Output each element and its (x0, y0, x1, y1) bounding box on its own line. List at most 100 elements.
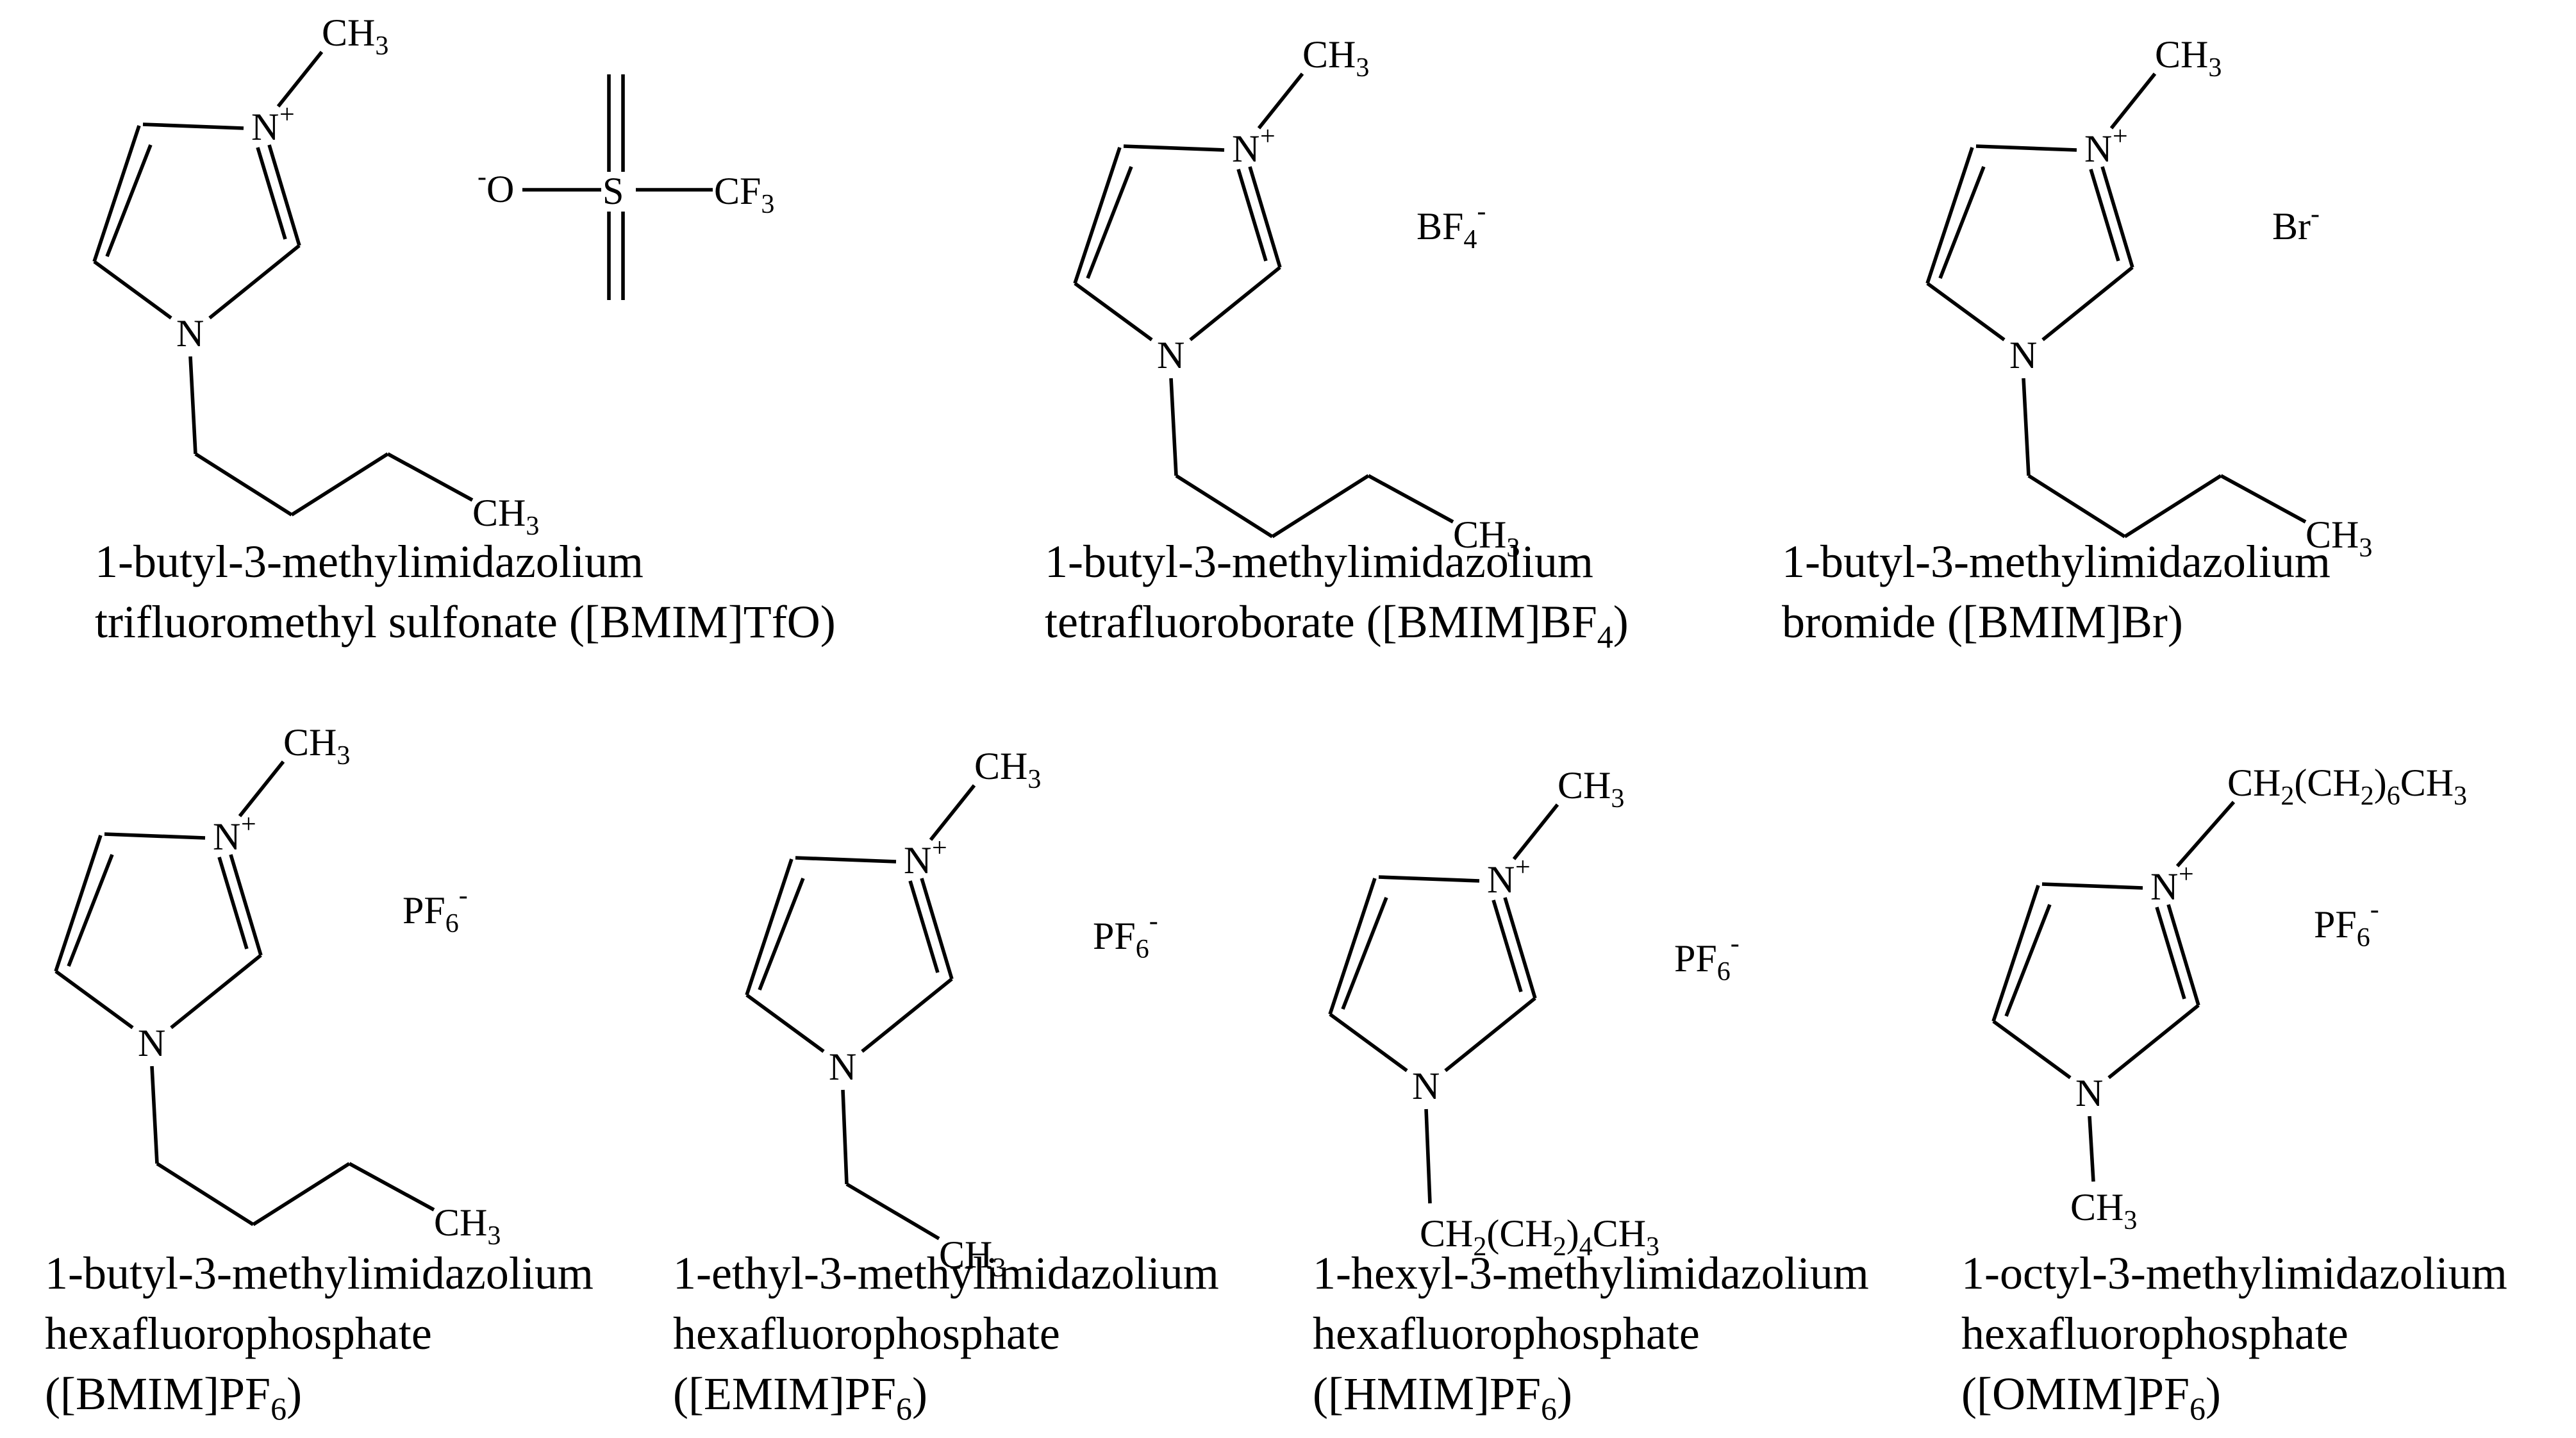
ring-bond-n3-c4 (104, 832, 206, 840)
positive-charge-label: + (1260, 122, 1276, 151)
nitrogen-plus-label: N (2150, 865, 2178, 908)
ring-bond-c5-n1 (1992, 1019, 2072, 1080)
bmim-tfo-caption-line2: trifluoromethyl sulfonate ([BMIM]TfO) (95, 596, 836, 648)
n-methyl-label: CH3 (2155, 33, 2222, 83)
ring-bond-c5-n1 (1329, 1012, 1408, 1073)
ring-bond-n1-c2 (1189, 265, 1281, 342)
positive-charge-label: + (2113, 122, 2128, 151)
ring-bond-n1-c2 (1444, 996, 1536, 1073)
ethyl-bond-2 (845, 1182, 940, 1241)
positive-charge-label: + (241, 810, 256, 839)
ring-bond-c4-c5-inner (758, 877, 805, 991)
ring-bond-n3-c4 (2041, 882, 2143, 890)
ethyl-bond-1 (841, 1089, 849, 1185)
ring-bond-c4-c5-inner (105, 144, 153, 258)
n-methyl-bond (238, 760, 285, 817)
nitrogen-label: N (2009, 334, 2037, 376)
nitrogen-plus-label: N (904, 839, 931, 882)
butyl-bond-2 (194, 452, 293, 517)
bmim-br-caption-line2: bromide ([BMIM]Br) (1782, 596, 2183, 648)
ring-bond-c2-n3 (267, 144, 301, 246)
ring-bond-n3-c4 (1378, 875, 1480, 883)
nitrogen-plus-label: N (1487, 858, 1515, 901)
butyl-bond-2 (156, 1162, 254, 1226)
n-methyl-bond (1512, 803, 1559, 860)
omim-pf6-caption-line2: hexafluorophosphate (1961, 1308, 2348, 1359)
hmim-pf6-caption-line3: ([HMIM]PF6) (1313, 1368, 1572, 1426)
bmim-pf6-caption-line2: hexafluorophosphate (45, 1308, 432, 1359)
nitrogen-label: N (176, 312, 204, 355)
bmim-pf6-caption-line1: 1-butyl-3-methylimidazolium (45, 1248, 594, 1299)
nitrogen-label: N (138, 1022, 165, 1064)
butyl-bond-4 (2220, 474, 2307, 524)
ring-bond-c2-n3-inner (256, 147, 287, 240)
ring-bond-c5-n1 (745, 993, 825, 1053)
ring-bond-c4-c5-inner (67, 853, 114, 967)
pf6-anion-label: PF6- (403, 881, 468, 939)
terminal-methyl-label: CH3 (434, 1201, 501, 1251)
ring-bond-n1-c2 (170, 953, 262, 1030)
ring-bond-n3-c4 (142, 122, 244, 130)
butyl-bond-4 (386, 452, 474, 502)
ring-bond-n1-c2 (2107, 1003, 2200, 1080)
ring-bond-c4-c5 (1073, 147, 1122, 284)
ring-bond-c2-n3-inner (1236, 169, 1268, 262)
ring-bond-c2-n3 (2100, 166, 2134, 268)
ring-bond-c2-n3-inner (908, 880, 940, 973)
butyl-bond-4 (1367, 474, 1454, 524)
n-methyl-label: CH3 (322, 12, 388, 61)
ring-bond-c2-n3-inner (2155, 907, 2186, 999)
ring-bond-n1-c2 (861, 977, 953, 1053)
emim-pf6-caption-line2: hexafluorophosphate (673, 1308, 1060, 1359)
ring-bond-c2-n3-inner (1492, 899, 1523, 992)
positive-charge-label: + (2179, 860, 2194, 889)
ring-bond-c4-c5-inner (1938, 165, 1986, 280)
ring-bond-n1-c2 (208, 244, 301, 320)
ring-bond-c4-c5 (54, 835, 103, 972)
nitrogen-plus-label: N (1232, 128, 1259, 170)
n1-methyl-bond (2088, 1116, 2095, 1182)
nitrogen-label: N (1412, 1065, 1440, 1107)
ring-bond-c4-c5-inner (1341, 896, 1388, 1010)
pf6-anion-label: PF6- (1674, 929, 1740, 987)
octyl-bond (2175, 801, 2236, 867)
ring-bond-c4-c5 (1328, 878, 1377, 1015)
ring-bond-c4-c5 (745, 858, 794, 996)
ring-bond-c2-n3 (2166, 904, 2200, 1006)
omim-pf6-caption-line3: ([OMIM]PF6) (1961, 1368, 2221, 1426)
butyl-bond-4 (348, 1162, 435, 1212)
n-methyl-bond (1257, 72, 1304, 130)
bf4-anion-label: BF4- (1417, 197, 1486, 255)
butyl-bond-3 (1271, 474, 1370, 539)
bmim-br-caption-line1: 1-butyl-3-methylimidazolium (1782, 536, 2331, 587)
butyl-bond-2 (1175, 474, 1274, 539)
ring-bond-c4-c5 (1991, 885, 2040, 1022)
ring-bond-c4-c5 (1925, 147, 1974, 284)
nitrogen-plus-label: N (2084, 128, 2112, 170)
n-methyl-bond (2109, 72, 2157, 130)
bmim-bf4-caption-line2: tetrafluoroborate ([BMIM]BF4) (1045, 596, 1629, 655)
bmim-bf4-caption-line1: 1-butyl-3-methylimidazolium (1045, 536, 1593, 587)
nitrogen-plus-label: N (213, 815, 240, 858)
ring-bond-c4-c5-inner (2004, 903, 2052, 1017)
butyl-bond-3 (290, 452, 389, 517)
ring-bond-c2-n3-inner (2089, 169, 2120, 262)
nitrogen-label: N (1157, 334, 1184, 376)
butyl-bond-3 (252, 1162, 351, 1226)
ring-bond-c5-n1 (54, 969, 134, 1030)
terminal-methyl-label: CH3 (472, 492, 539, 541)
n-methyl-label: CH3 (1558, 764, 1624, 814)
butyl-bond-1 (2022, 378, 2031, 476)
nitrogen-label: N (829, 1046, 856, 1088)
ring-bond-c2-n3 (1248, 166, 1282, 268)
nitrogen-label: N (2075, 1072, 2103, 1114)
